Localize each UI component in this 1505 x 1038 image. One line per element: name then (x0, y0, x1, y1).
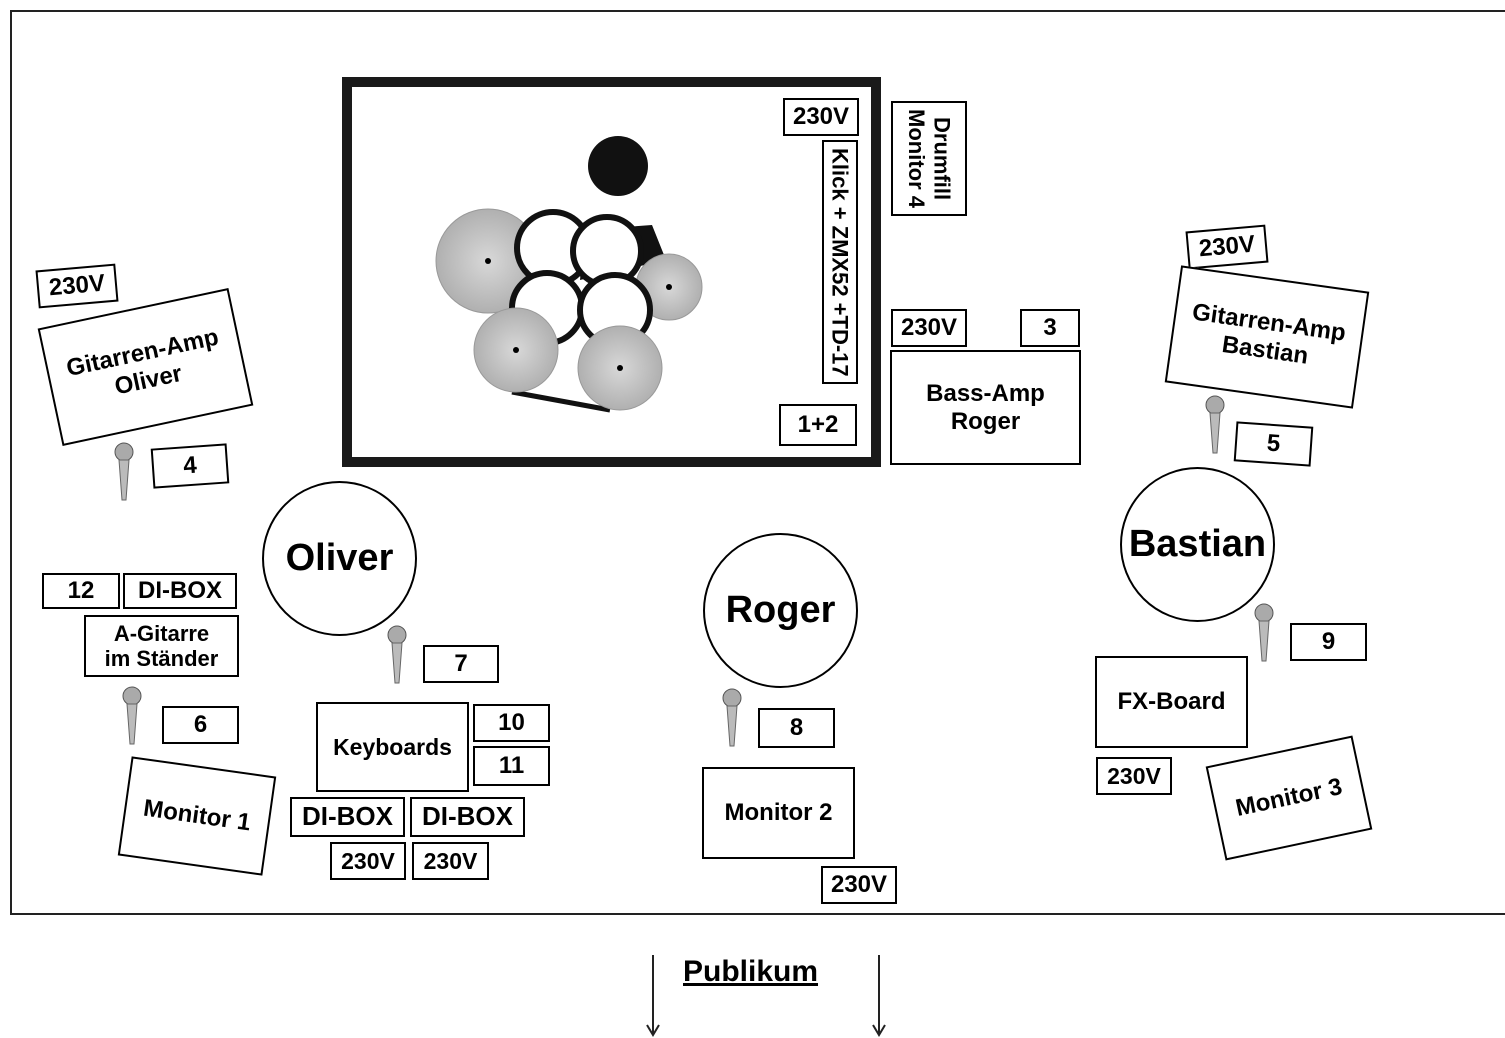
bass-power: 230V (891, 309, 967, 347)
oliver-position: Oliver (262, 481, 417, 636)
mic-icon (1205, 395, 1225, 454)
mic-icon (122, 686, 142, 745)
keyboard-di-box-a: DI-BOX (290, 797, 405, 837)
acoustic-guitar-stand: A-Gitarre im Ständer (84, 615, 239, 677)
keyboard-channel-10: 10 (473, 704, 550, 742)
bastian-amp-power: 230V (1185, 224, 1269, 270)
mic-icon (114, 442, 134, 501)
mic-icon (722, 688, 742, 747)
cymbal-stand-bar (511, 389, 611, 413)
bastian-amp-channel: 5 (1233, 421, 1314, 467)
roger-vocal-channel: 8 (758, 708, 835, 748)
arrow-down-icon (646, 955, 660, 1037)
keyboards: Keyboards (316, 702, 469, 792)
arrow-down-icon (872, 955, 886, 1037)
stage-area (10, 10, 1505, 915)
drum-throne (588, 136, 648, 196)
drumfill-monitor: Drumfill Monitor 4 (891, 101, 967, 216)
roger-position: Roger (703, 533, 858, 688)
keyboard-di-box-b: DI-BOX (410, 797, 525, 837)
audience-label: Publikum (683, 955, 819, 988)
click-label: Klick + ZMX52 +TD-17 (822, 140, 858, 384)
drums-power: 230V (783, 98, 859, 136)
drums-channels: 1+2 (779, 404, 857, 446)
oliver-vocal-channel: 7 (423, 645, 499, 683)
keyboard-power-b: 230V (412, 842, 489, 880)
fx-board: FX-Board (1095, 656, 1248, 748)
drum-kit (435, 136, 703, 413)
monitor-2-power: 230V (821, 866, 897, 904)
di-channel-12: 12 (42, 573, 120, 609)
mic-icon (387, 625, 407, 684)
fx-board-power: 230V (1096, 757, 1172, 795)
monitor-2: Monitor 2 (702, 767, 855, 859)
keyboard-channel-11: 11 (473, 746, 550, 786)
bastian-position: Bastian (1120, 467, 1275, 622)
bass-channel: 3 (1020, 309, 1080, 347)
oliver-amp-channel: 4 (150, 443, 230, 489)
mic-icon (1254, 603, 1274, 662)
acoustic-channel: 6 (162, 706, 239, 744)
oliver-amp-power: 230V (35, 263, 119, 309)
di-box-acoustic: DI-BOX (123, 573, 237, 609)
monitor-1: Monitor 1 (117, 756, 277, 876)
bass-amp: Bass-Amp Roger (890, 350, 1081, 465)
bastian-vocal-channel: 9 (1290, 623, 1367, 661)
keyboard-power-a: 230V (330, 842, 406, 880)
